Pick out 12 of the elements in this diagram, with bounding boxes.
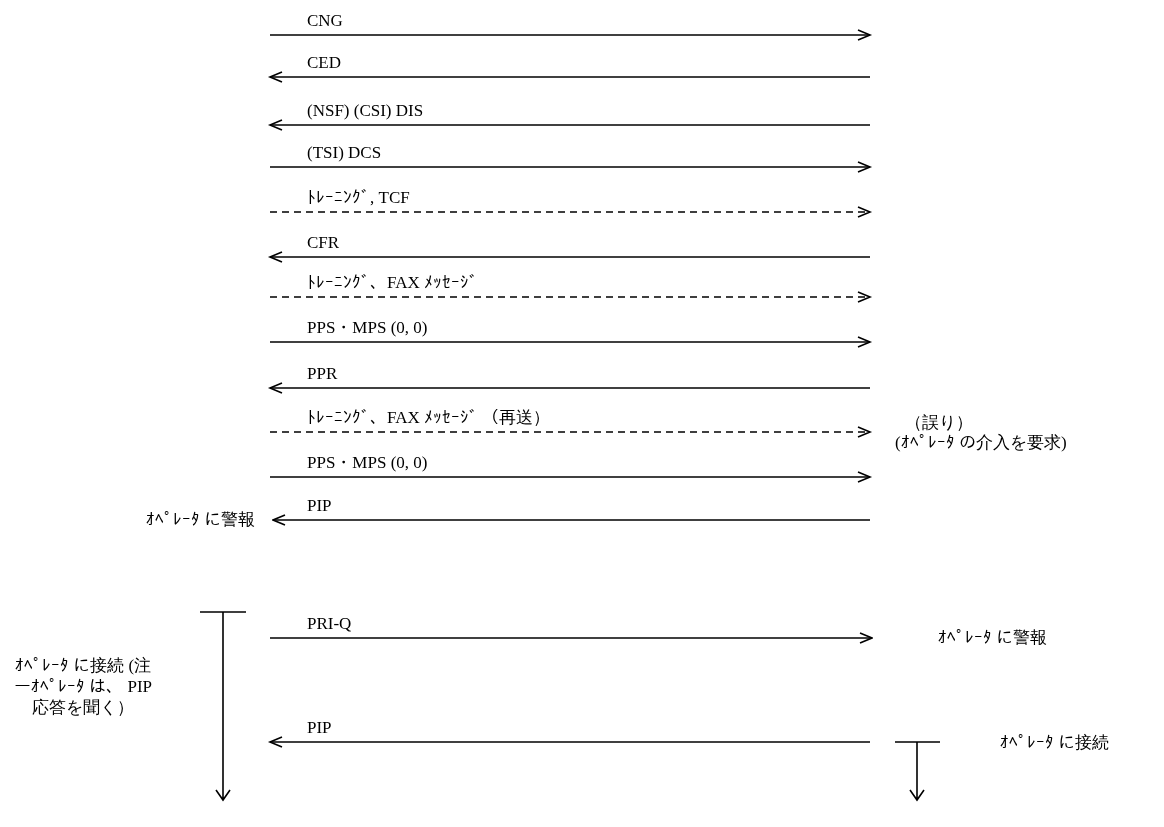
message-label: (NSF) (CSI) DIS (305, 101, 426, 121)
message-label: PPS・MPS (0, 0) (305, 453, 430, 473)
node-label: ｵﾍﾟﾚｰﾀ に警報 (145, 509, 255, 531)
note-text: ｵﾍﾟﾚｰﾀ に接続 (注ーｵﾍﾟﾚｰﾀ は、 PIP 応答を聞く） (12, 655, 154, 718)
arrow (269, 632, 873, 644)
note-text: ｵﾍﾟﾚｰﾀ に接続 (1000, 732, 1111, 753)
message-label: PPS・MPS (0, 0) (305, 318, 430, 338)
note-text: （誤り） (905, 412, 974, 433)
node-label: ｵﾍﾟﾚｰﾀ に警報 (938, 627, 1048, 649)
message-label: (TSI) DCS (305, 143, 384, 163)
arrow (272, 514, 871, 526)
note-text: (ｵﾍﾟﾚｰﾀ の介入を要求) (895, 432, 1068, 453)
